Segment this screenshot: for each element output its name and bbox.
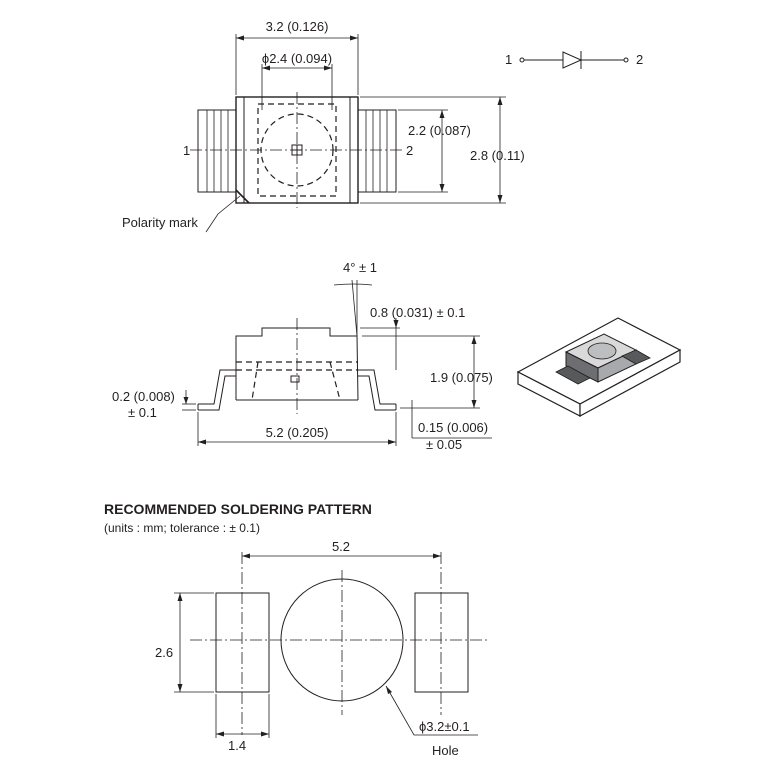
side-view: 4° ± 1 0.8 (0.031) ± 0.1 1.9 (0.075) 0.2… (112, 260, 493, 452)
dim-pad-height: 2.6 (155, 645, 173, 660)
terminal-left (197, 109, 239, 193)
dim-pad-width: 1.4 (228, 738, 246, 753)
dim-hole: ϕ3.2±0.1 (419, 719, 470, 734)
symbol-pin-1: 1 (505, 52, 512, 67)
pad-right (414, 592, 469, 693)
symbol-pin-2: 2 (636, 52, 643, 67)
diode-triangle (562, 51, 583, 69)
dim-lead-tolerance: ± 0.1 (128, 405, 157, 420)
diode-symbol: 1 2 (505, 51, 643, 69)
dim-lead-thickness: 0.2 (0.008) (112, 389, 175, 404)
pin-2-label: 2 (406, 143, 413, 158)
terminal-right (355, 109, 397, 193)
dim-pattern-span: 5.2 (332, 539, 350, 554)
top-view: 3.2 (0.126) ϕ2.4 (0.094) 2.2 (0.087) 2.8… (122, 19, 525, 233)
dim-standoff-tolerance: ± 0.05 (426, 437, 462, 452)
polarity-mark-label: Polarity mark (122, 215, 198, 230)
hole-label: Hole (432, 743, 459, 758)
dim-width: 3.2 (0.126) (266, 19, 329, 34)
pattern-subtitle: (units : mm; tolerance : ± 0.1) (104, 521, 260, 535)
side-body (235, 327, 359, 401)
pin-1-label: 1 (183, 143, 190, 158)
dim-body-height: 2.2 (0.087) (408, 123, 471, 138)
dim-draft-angle: 4° ± 1 (343, 260, 377, 275)
pattern-title: RECOMMENDED SOLDERING PATTERN (104, 501, 372, 517)
lead-left (198, 369, 236, 405)
isometric-view (516, 317, 682, 418)
dim-lens-dia: ϕ2.4 (0.094) (262, 51, 332, 66)
lead-right (358, 369, 396, 405)
soldering-pattern: RECOMMENDED SOLDERING PATTERN (units : m… (104, 501, 490, 758)
pad-left (215, 592, 270, 693)
dim-total-height: 2.8 (0.11) (470, 148, 525, 163)
dim-height: 1.9 (0.075) (430, 370, 493, 385)
dim-standoff: 0.15 (0.006) (418, 420, 488, 435)
dim-length: 5.2 (0.205) (266, 425, 329, 440)
dim-top-thickness: 0.8 (0.031) ± 0.1 (370, 305, 465, 320)
polarity-notch (235, 189, 250, 204)
